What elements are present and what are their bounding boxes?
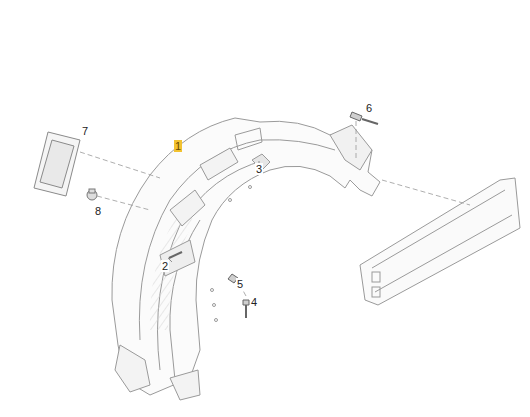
callout-number: 7 [81,125,89,137]
callout-number: 2 [161,260,169,272]
callout-number: 6 [365,102,373,114]
callout-number: 5 [236,278,244,290]
callout-number: 3 [255,163,263,175]
callout-number: 4 [250,296,258,308]
callout-number: 1 [174,140,182,152]
callout-number: 8 [94,205,102,217]
